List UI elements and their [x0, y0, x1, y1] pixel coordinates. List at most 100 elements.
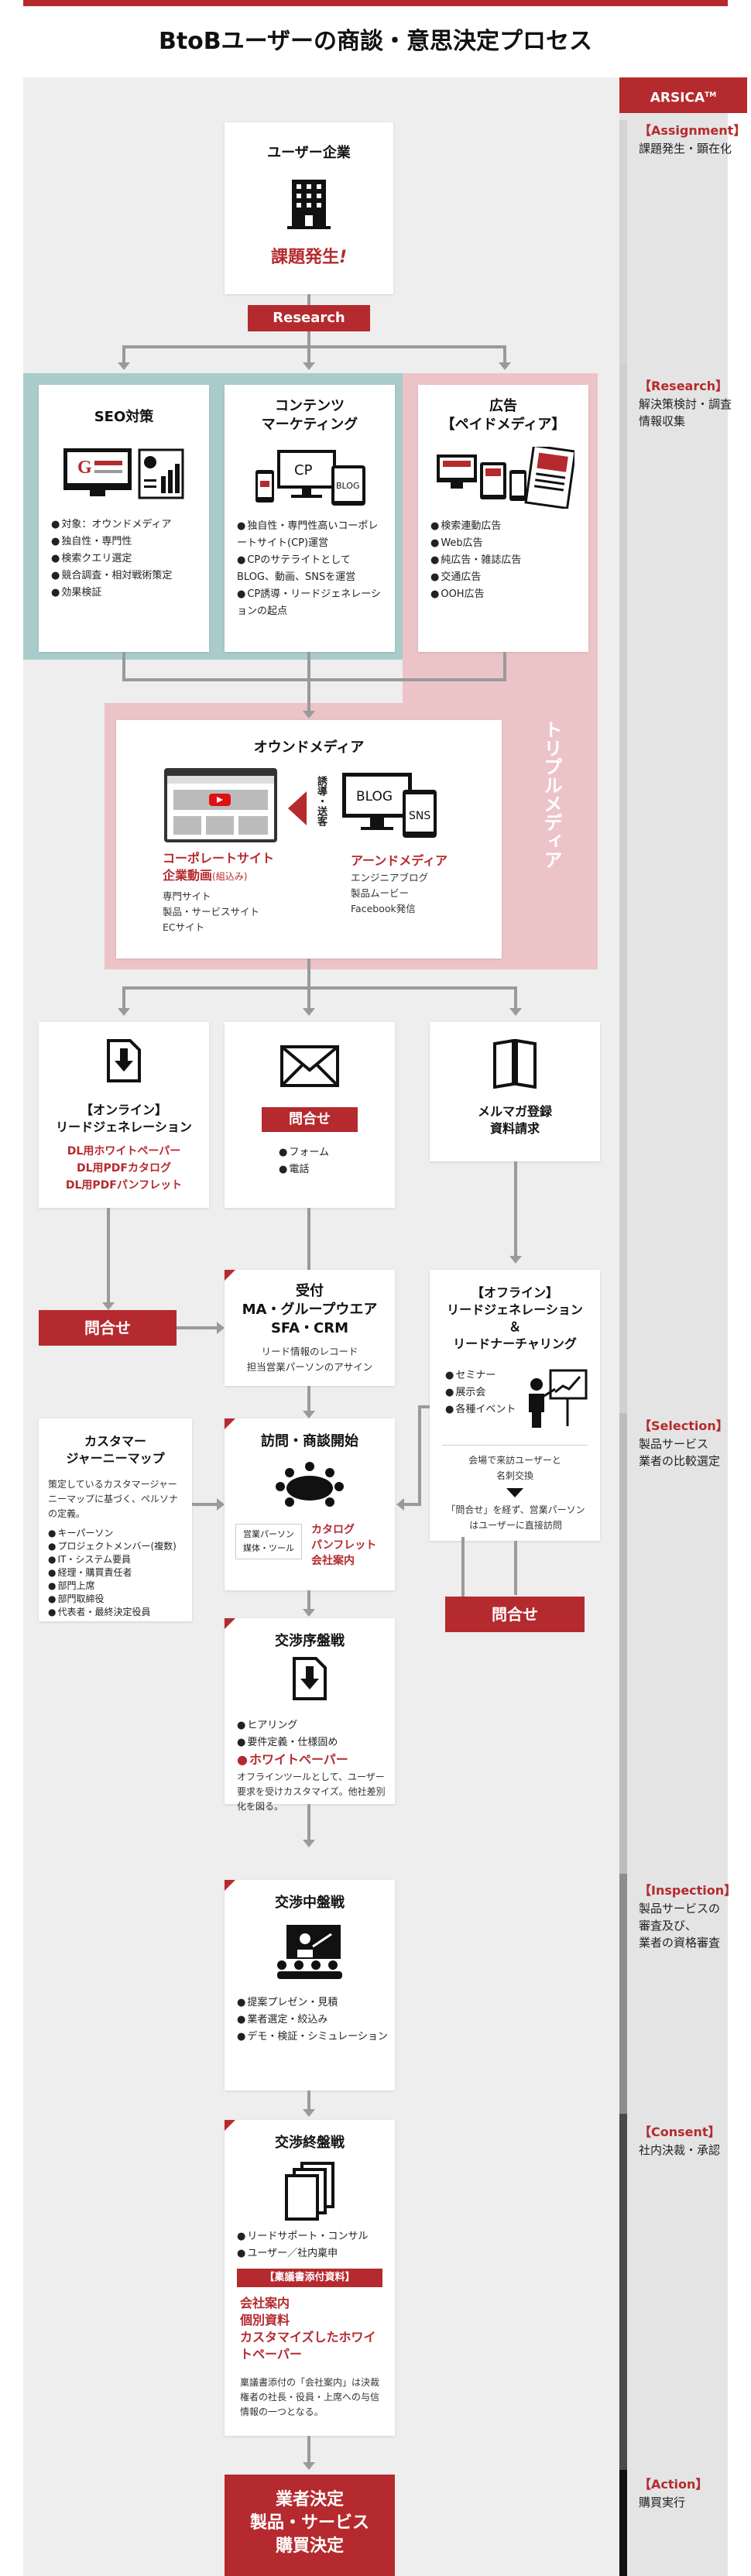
- list-item: DL用PDFカタログ: [77, 1162, 171, 1175]
- inquiry-left-button: 問合せ: [39, 1310, 177, 1346]
- attachment-badge: 【稟議書添付資料】: [237, 2269, 382, 2287]
- list-item: 専門サイト: [163, 890, 211, 902]
- online-lead-box: 【オンライン】 リードジェネレーション DL用ホワイトペーパー DL用PDFカタ…: [39, 1022, 209, 1208]
- final-desc: 稟議書添付の「会社案内」は決裁権者の社長・役員・上席への与信情報の一つとなる。: [240, 2377, 380, 2417]
- stage-desc: 社内決裁・承認: [639, 2143, 721, 2157]
- arrow-down: [303, 362, 315, 370]
- list-item: 会社案内: [240, 2296, 290, 2310]
- final-title: 交渉終盤戦: [275, 2135, 345, 2151]
- reception-title-2: MA・グループウエア: [242, 1302, 378, 1318]
- early-negotiation-box: 交渉序盤戦 ヒアリング 要件定義・仕様固め ホワイトペーパー オフラインツールと…: [225, 1618, 395, 1812]
- sns-text: SNS: [409, 810, 430, 822]
- media-tool-2: 媒体・ツール: [243, 1543, 294, 1553]
- content-list: 独自性・専門性高いコーポレートサイト(CP)運営 CPのサテライトとしてBLOG…: [237, 518, 388, 620]
- seo-box: SEO対策 G 対象：オウンドメディア 独自性・専門性 検索クエリ選定 競合調査…: [39, 385, 209, 652]
- ad-box: 広告 【ペイドメディア】 検索連動広告 Web広告 純広告・雑誌広告 交通広告 …: [418, 385, 588, 652]
- download-icon: [107, 1039, 141, 1082]
- list-item: 交通広告: [430, 569, 521, 586]
- svg-text:G: G: [77, 458, 92, 478]
- blog-text: BLOG: [356, 789, 393, 804]
- arrow-down: [303, 1840, 315, 1847]
- corp-line2-wrap: 企業動画(組込み): [163, 867, 274, 885]
- stage-bar-action: [619, 2470, 627, 2576]
- list-item: リードサポート・コンサル: [237, 2228, 368, 2245]
- list-item: 業者選定・絞込み: [237, 2012, 389, 2029]
- list-item-highlight: ホワイトペーパー: [237, 1751, 348, 1768]
- content-title-1: コンテンツ: [275, 398, 345, 414]
- arrow-down: [118, 362, 130, 370]
- ad-media-icon: [437, 447, 574, 509]
- inquiry-box: 問合せ フォーム 電話: [225, 1022, 395, 1208]
- corporate-site-title: コーポレートサイト 企業動画(組込み): [163, 850, 274, 885]
- research-label: Research: [248, 305, 370, 331]
- seo-list: 対象：オウンドメディア 独自性・専門性 検索クエリ選定 競合調査・相対戦術策定 …: [51, 516, 172, 602]
- connector: [107, 1208, 110, 1305]
- triple-media-label: トリプルメディア: [540, 720, 562, 869]
- stage-desc: 購買実行: [639, 2495, 686, 2509]
- owned-media-box: オウンドメディア コーポレートサイト 企業動画(組込み) 専門サイト 製品・サー…: [116, 720, 502, 959]
- list-item: OOH広告: [430, 586, 521, 603]
- connector: [307, 1804, 310, 1841]
- connector: [122, 678, 506, 681]
- connector: [307, 652, 310, 680]
- corner-mark: [225, 1418, 235, 1429]
- list-item: 経理・購買責任者: [48, 1566, 177, 1580]
- list-item: Web広告: [430, 535, 521, 552]
- corner-mark: [225, 1618, 235, 1629]
- list-item: プロジェクトメンバー(複数): [48, 1540, 176, 1553]
- list-item: 競合調査・相対戦術策定: [51, 568, 172, 585]
- list-item: Facebook発信: [351, 903, 416, 914]
- list-item: CPのサテライトとしてBLOG、動画、SNSを運営: [237, 552, 388, 586]
- list-item: IT・システム要員: [48, 1553, 177, 1566]
- connector: [404, 1503, 421, 1506]
- list-item: 純広告・雑誌広告: [430, 552, 521, 569]
- list-item: 対象：オウンドメディア: [51, 516, 172, 533]
- final-negotiation-box: 交渉終盤戦 リードサポート・コンサル ユーザー／社内稟申 【稟議書添付資料】 会…: [225, 2120, 395, 2436]
- stage-bar-selection: [619, 1413, 627, 1874]
- connector: [461, 1537, 465, 1597]
- building-icon: [287, 180, 331, 229]
- arrow-down: [499, 362, 511, 370]
- stage-desc: 解決策検討・調査 情報収集: [639, 397, 732, 428]
- ad-list: 検索連動広告 Web広告 純広告・雑誌広告 交通広告 OOH広告: [430, 518, 521, 603]
- connector: [514, 986, 517, 1010]
- connector: [122, 986, 125, 1010]
- list-item: 電話: [279, 1161, 329, 1178]
- list-item: 製品・サービスサイト: [163, 906, 260, 918]
- connector: [192, 1503, 218, 1506]
- offline-note-2: 名刺交換: [496, 1470, 533, 1481]
- connector: [503, 652, 506, 680]
- early-desc: オフラインツールとして、ユーザー要求を受けカスタマイズ。他社差別化を図る。: [237, 1772, 386, 1812]
- list-item: ユーザー／社内稟申: [237, 2245, 368, 2262]
- inquiry-list: フォーム 電話: [279, 1144, 329, 1178]
- connector: [503, 345, 506, 364]
- list-item: 独自性・専門性: [51, 533, 172, 551]
- list-item: 提案プレゼン・見積: [237, 1995, 389, 2012]
- connector: [307, 986, 310, 1010]
- offline-arrow: [506, 1488, 523, 1497]
- visit-title: 訪問・商談開始: [261, 1433, 358, 1449]
- offline-note-1: 会場で来訪ユーザーと: [468, 1455, 561, 1466]
- corp-sub: (組込み): [212, 871, 248, 882]
- online-lead-list: DL用ホワイトペーパー DL用PDFカタログ DL用PDFパンフレット: [39, 1143, 209, 1194]
- connector: [177, 1326, 218, 1329]
- owned-title: オウンドメディア: [253, 739, 365, 756]
- journey-title-2: ジャーニーマップ: [66, 1451, 165, 1466]
- list-item: 検索クエリ選定: [51, 551, 172, 568]
- media-tool-1: 営業パーソン: [243, 1529, 294, 1539]
- documents-icon: [285, 2162, 334, 2221]
- list-item: 製品ムービー: [351, 887, 410, 899]
- stage-bar-consent: [619, 2114, 627, 2470]
- list-item: フォーム: [279, 1144, 329, 1161]
- final-red-list: 会社案内 個別資料 カスタマイズしたホワイトペーパー: [240, 2295, 387, 2363]
- earned-items: エンジニアブログ 製品ムービー Facebook発信: [351, 870, 428, 917]
- list-item: ECサイト: [163, 921, 205, 933]
- list-item: カタログ: [311, 1524, 355, 1536]
- inquiry-right-button: 問合せ: [445, 1597, 585, 1632]
- connector: [307, 1386, 310, 1412]
- red-arrow-left: [288, 791, 307, 825]
- offline-title-4: リードナーチャリング: [453, 1336, 577, 1351]
- connector: [122, 652, 125, 680]
- reception-title-3: SFA・CRM: [270, 1320, 349, 1336]
- content-title-2: マーケティング: [261, 417, 358, 433]
